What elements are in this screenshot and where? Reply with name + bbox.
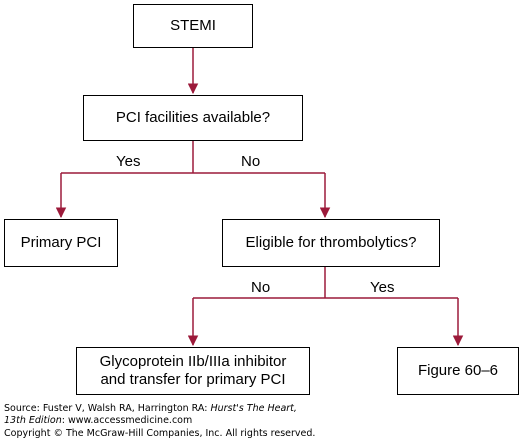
edge-label-eligible-no: No [251, 279, 271, 296]
node-pci-available: PCI facilities available? [83, 95, 303, 141]
node-pci-available-label: PCI facilities available? [115, 109, 271, 126]
edge-label-pci-yes: Yes [116, 153, 141, 170]
node-primary-pci: Primary PCI [4, 219, 118, 267]
node-eligible-thrombolytics-label: Eligible for thrombolytics? [245, 234, 417, 251]
copyright-line: Copyright © The McGraw-Hill Companies, I… [4, 428, 315, 440]
node-figure-ref-label: Figure 60–6 [417, 362, 499, 379]
copyright-text: Copyright © The McGraw-Hill Companies, I… [4, 428, 316, 439]
edge-label-eligible-yes: Yes [370, 279, 395, 296]
source-edition-suffix: : www.accessmedicine.com [61, 415, 193, 426]
node-figure-ref: Figure 60–6 [397, 347, 519, 395]
node-gp-inhibitor-line2: and transfer for primary PCI [100, 371, 286, 388]
source-line-1: Source: Fuster V, Walsh RA, Harrington R… [4, 403, 297, 415]
node-stemi-label: STEMI [170, 17, 216, 34]
node-stemi: STEMI [133, 4, 253, 48]
edge-label-pci-no: No [241, 153, 261, 170]
source-edition: 13th Edition [4, 415, 62, 426]
source-prefix: Source: Fuster V, Walsh RA, Harrington R… [4, 403, 211, 414]
source-title: Hurst's The Heart, [210, 403, 297, 414]
node-eligible-thrombolytics: Eligible for thrombolytics? [222, 219, 440, 267]
node-gp-inhibitor: Glycoprotein IIb/IIIa inhibitor and tran… [76, 347, 310, 395]
node-gp-inhibitor-line1: Glycoprotein IIb/IIIa inhibitor [99, 353, 287, 370]
source-line-2: 13th Edition: www.accessmedicine.com [4, 415, 192, 427]
node-primary-pci-label: Primary PCI [20, 234, 102, 251]
